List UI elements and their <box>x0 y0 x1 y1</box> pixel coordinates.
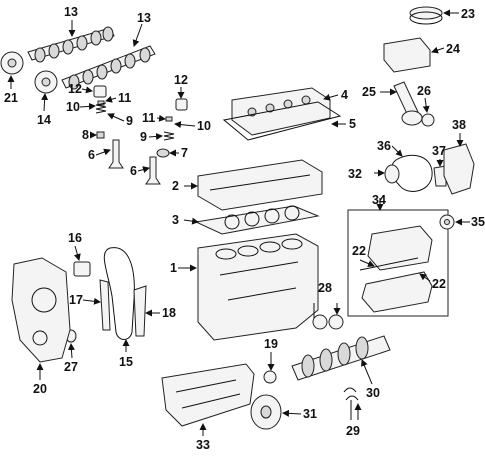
valve-6-right <box>145 156 161 185</box>
callout-36: 36 <box>377 139 391 153</box>
callout-16: 16 <box>68 231 82 245</box>
chain-guide-17 <box>99 279 111 331</box>
callout-31: 31 <box>303 407 317 421</box>
callout-12-right: 12 <box>174 73 188 87</box>
callout-20: 20 <box>33 382 47 396</box>
bearings-28 <box>312 314 344 330</box>
callout-10-left: 10 <box>66 100 80 114</box>
valve-cover <box>231 87 331 136</box>
callout-5: 5 <box>349 117 356 131</box>
callout-34: 34 <box>372 193 386 207</box>
hydraulic-lifter-12-left <box>93 85 107 98</box>
callout-11-left: 11 <box>118 91 131 105</box>
callout-17: 17 <box>69 293 83 307</box>
crank-sprocket <box>263 370 277 384</box>
valve-6-left <box>108 139 124 169</box>
camshaft-intake <box>27 26 115 63</box>
seal-32 <box>384 164 400 184</box>
callout-19: 19 <box>264 337 278 351</box>
callout-18: 18 <box>162 306 176 320</box>
callout-33: 33 <box>196 438 210 452</box>
camshaft-exhaust <box>61 45 156 90</box>
callout-27: 27 <box>64 360 78 374</box>
valve-retainer-7 <box>156 148 170 158</box>
oil-pan <box>161 363 255 427</box>
callout-4: 4 <box>341 88 348 102</box>
oil-pump-assembly <box>359 225 433 313</box>
piston-rings <box>409 6 443 25</box>
thrust-washers-29 <box>343 387 359 401</box>
callout-8: 8 <box>82 128 89 142</box>
cylinder-head <box>197 159 323 211</box>
hydraulic-lifter-12-right <box>175 98 188 111</box>
callout-12-left: 12 <box>68 82 82 96</box>
crank-pulley <box>250 394 282 430</box>
callout-23: 23 <box>461 7 475 21</box>
crankshaft <box>291 335 391 381</box>
callout-2: 2 <box>172 179 179 193</box>
sprocket-35 <box>439 214 455 230</box>
callout-22-left: 22 <box>352 244 366 258</box>
callout-13-left: 13 <box>64 5 78 19</box>
callout-32: 32 <box>348 167 362 181</box>
callout-9-left: 9 <box>126 114 133 128</box>
valve-spring-9-left <box>95 102 107 114</box>
callout-30: 30 <box>366 386 380 400</box>
callout-6-right: 6 <box>130 164 137 178</box>
callout-10-right: 10 <box>197 119 211 133</box>
callout-35: 35 <box>471 215 485 229</box>
callout-22-right: 22 <box>432 277 446 291</box>
callout-labels: 1 2 3 4 5 6 6 7 8 9 9 10 10 11 11 12 12 … <box>4 5 485 452</box>
leader-lines <box>7 9 470 436</box>
valve-seal-8 <box>96 131 105 139</box>
callout-6-left: 6 <box>88 148 95 162</box>
head-gasket <box>194 205 320 235</box>
callout-1: 1 <box>170 261 177 275</box>
callout-11-right: 11 <box>142 111 155 125</box>
callout-7: 7 <box>181 146 188 160</box>
callout-37: 37 <box>432 144 446 158</box>
callout-13-right: 13 <box>137 11 151 25</box>
callout-29: 29 <box>346 424 360 438</box>
connecting-rod <box>393 81 423 126</box>
chain-tensioner-16 <box>73 261 91 277</box>
rod-bearing <box>421 113 435 127</box>
valve-keeper-11-right <box>165 116 173 122</box>
callout-15: 15 <box>119 355 133 369</box>
cover-38 <box>443 143 475 195</box>
valve-spring-9-right <box>163 131 175 141</box>
callout-21: 21 <box>4 91 18 105</box>
chain-guide-18 <box>133 285 147 337</box>
callout-24: 24 <box>446 42 460 56</box>
cam-sprocket-21 <box>0 51 24 75</box>
callout-14: 14 <box>37 113 51 127</box>
piston <box>383 37 431 73</box>
cam-sprocket-14 <box>34 70 58 94</box>
callout-25: 25 <box>362 85 376 99</box>
callout-26: 26 <box>417 84 431 98</box>
valve-cover-gasket <box>222 101 342 141</box>
timing-cover <box>11 257 71 363</box>
callout-9-right: 9 <box>140 130 147 144</box>
callout-3: 3 <box>172 213 179 227</box>
callout-38: 38 <box>452 118 466 132</box>
callout-28: 28 <box>318 281 332 295</box>
engine-block <box>197 233 319 341</box>
oil-pump-assembly-frame <box>347 209 449 317</box>
